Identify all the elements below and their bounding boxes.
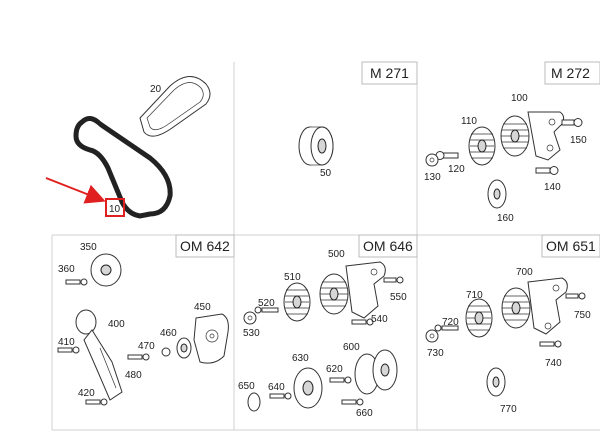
bolt-750 bbox=[565, 292, 586, 300]
label-120: 120 bbox=[448, 164, 465, 175]
pulley-350 bbox=[90, 253, 122, 287]
bolt-150 bbox=[561, 118, 583, 127]
label-450: 450 bbox=[194, 302, 211, 313]
bolt-550 bbox=[383, 276, 404, 284]
pointer-arrow bbox=[45, 177, 106, 204]
washer-530 bbox=[243, 311, 257, 325]
highlight-box-10[interactable]: 10 bbox=[105, 198, 125, 217]
bolt-720 bbox=[434, 324, 459, 332]
label-150: 150 bbox=[570, 135, 587, 146]
label-650: 650 bbox=[238, 381, 255, 392]
pulley-710 bbox=[465, 298, 493, 338]
label-360: 360 bbox=[58, 264, 75, 275]
tensioner-400 bbox=[75, 309, 123, 401]
bolt-480 bbox=[127, 353, 150, 361]
bolt-660 bbox=[341, 398, 364, 406]
bolt-640 bbox=[269, 392, 292, 400]
tensioner-pulley-100 bbox=[500, 115, 530, 157]
label-20: 20 bbox=[150, 84, 162, 95]
bolt-540 bbox=[351, 318, 374, 326]
label-540: 540 bbox=[371, 314, 388, 325]
engine-tag-m272-text: M 272 bbox=[551, 65, 590, 81]
washer-470 bbox=[161, 347, 171, 357]
tensioner-pulley-500 bbox=[319, 273, 349, 315]
label-410: 410 bbox=[58, 337, 75, 348]
engine-tag-om646[interactable]: OM 646 bbox=[358, 234, 418, 258]
label-710: 710 bbox=[466, 290, 483, 301]
belt-20 bbox=[139, 76, 211, 137]
label-500: 500 bbox=[328, 249, 345, 260]
bolt-120 bbox=[435, 151, 459, 160]
label-10: 10 bbox=[109, 204, 121, 215]
bracket-700 bbox=[527, 277, 568, 335]
bolt-140 bbox=[535, 166, 559, 175]
label-600: 600 bbox=[343, 342, 360, 353]
idler-pulley-50 bbox=[298, 126, 334, 166]
label-470: 470 bbox=[138, 341, 155, 352]
washer-130 bbox=[425, 153, 439, 167]
label-460: 460 bbox=[160, 328, 177, 339]
bolt-360 bbox=[65, 278, 88, 286]
engine-tag-m272[interactable]: M 272 bbox=[544, 61, 600, 85]
engine-tag-m271[interactable]: M 271 bbox=[361, 61, 418, 85]
engine-tag-m271-text: M 271 bbox=[370, 65, 409, 81]
bolt-520 bbox=[254, 306, 279, 314]
label-110: 110 bbox=[461, 116, 477, 127]
bolt-740 bbox=[539, 340, 562, 348]
label-400: 400 bbox=[108, 319, 125, 330]
label-730: 730 bbox=[427, 348, 444, 359]
label-550: 550 bbox=[390, 292, 407, 303]
engine-tag-om642[interactable]: OM 642 bbox=[175, 234, 235, 258]
washer-730 bbox=[425, 329, 439, 343]
engine-tag-om651-text: OM 651 bbox=[546, 238, 596, 254]
belt-10 bbox=[73, 116, 173, 219]
pulley-650 bbox=[247, 392, 261, 412]
bracket-100 bbox=[527, 111, 565, 161]
label-420: 420 bbox=[78, 388, 95, 399]
label-520: 520 bbox=[258, 298, 275, 309]
pulley-630 bbox=[293, 367, 323, 409]
engine-tag-om651[interactable]: OM 651 bbox=[541, 234, 600, 258]
label-530: 530 bbox=[243, 328, 260, 339]
label-480: 480 bbox=[125, 370, 142, 381]
bolt-410 bbox=[57, 346, 80, 354]
label-160: 160 bbox=[497, 213, 514, 224]
label-350: 350 bbox=[80, 242, 97, 253]
bolt-620 bbox=[329, 376, 352, 384]
label-720: 720 bbox=[442, 317, 459, 328]
label-630: 630 bbox=[292, 353, 309, 364]
idler-pulley-770 bbox=[486, 367, 506, 397]
label-750: 750 bbox=[574, 310, 591, 321]
pulley-600 bbox=[354, 349, 398, 395]
label-100: 100 bbox=[511, 93, 528, 104]
engine-tag-om646-text: OM 646 bbox=[363, 238, 413, 254]
label-620: 620 bbox=[326, 364, 343, 375]
housing-450 bbox=[193, 313, 229, 364]
label-700: 700 bbox=[516, 267, 533, 278]
label-640: 640 bbox=[268, 382, 285, 393]
idler-pulley-160 bbox=[487, 179, 507, 209]
panel-grid bbox=[51, 62, 600, 431]
tensioner-pulley-700 bbox=[501, 287, 531, 329]
pulley-110 bbox=[468, 126, 496, 166]
label-770: 770 bbox=[500, 404, 517, 415]
bracket-500 bbox=[345, 261, 386, 319]
pulley-460 bbox=[176, 337, 192, 359]
label-510: 510 bbox=[284, 272, 301, 283]
label-660: 660 bbox=[356, 408, 373, 419]
label-130: 130 bbox=[424, 172, 441, 183]
engine-tag-om642-text: OM 642 bbox=[180, 238, 230, 254]
label-140: 140 bbox=[544, 182, 561, 193]
label-50: 50 bbox=[320, 168, 332, 179]
pulley-510 bbox=[283, 282, 311, 322]
bolt-420 bbox=[85, 398, 108, 406]
label-740: 740 bbox=[545, 358, 562, 369]
